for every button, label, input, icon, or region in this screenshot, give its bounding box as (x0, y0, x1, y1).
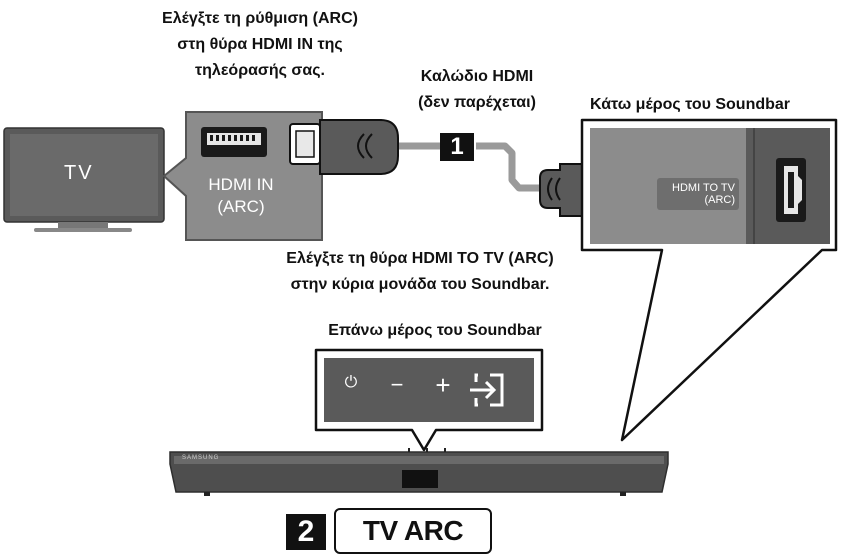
step-2-badge: 2 (286, 514, 326, 550)
tv-arc-check-caption: Ελέγξτε τη ρύθμιση (ARC) στη θύρα HDMI I… (110, 6, 410, 84)
label-line: (ARC) (217, 197, 265, 216)
soundbar-brand: SAMSUNG (182, 455, 220, 461)
caption-line: Ελέγξτε τη ρύθμιση (ARC) (162, 10, 358, 27)
caption-line: (δεν παρέχεται) (418, 94, 536, 111)
caption-line: στη θύρα HDMI IN της (177, 36, 343, 53)
plus-icon[interactable]: + (435, 370, 451, 400)
top-of-soundbar-caption: Επάνω μέρος του Soundbar (328, 322, 542, 339)
tv-hdmi-in-label: HDMI IN (ARC) (196, 174, 286, 218)
tv-illustration (3, 127, 165, 232)
soundbar-port-check-caption: Ελέγξτε τη θύρα HDMI TO TV (ARC) στην κύ… (250, 246, 590, 298)
soundbar-hdmi-to-tv-label: HDMI TO TV (ARC) (659, 182, 735, 206)
source-input-glyph (470, 373, 504, 407)
soundbar-port-callout (580, 118, 838, 442)
caption-line: στην κύρια μονάδα του Soundbar. (290, 276, 550, 293)
bottom-of-soundbar-caption: Κάτω μέρος του Soundbar (590, 96, 791, 113)
soundbar-display-tv-arc: TV ARC (334, 508, 492, 554)
soundbar-unit (169, 448, 669, 496)
source-input-icon[interactable] (468, 372, 506, 408)
caption-line: τηλεόρασής σας. (195, 62, 325, 79)
caption-line: Ελέγξτε τη θύρα HDMI TO TV (ARC) (286, 250, 554, 267)
step-1-badge: 1 (440, 133, 474, 161)
label-line: (ARC) (704, 194, 735, 206)
label-line: HDMI IN (208, 175, 274, 194)
soundbar-top-panel-callout (314, 348, 544, 452)
cable-caption: Καλώδιο HDMI (δεν παρέχεται) (392, 64, 562, 116)
minus-icon[interactable]: − (390, 372, 404, 397)
tv-label: TV (64, 162, 94, 184)
caption-line: Καλώδιο HDMI (420, 68, 534, 85)
power-icon[interactable]: ⏻ (344, 374, 358, 391)
label-line: HDMI TO TV (672, 182, 735, 194)
